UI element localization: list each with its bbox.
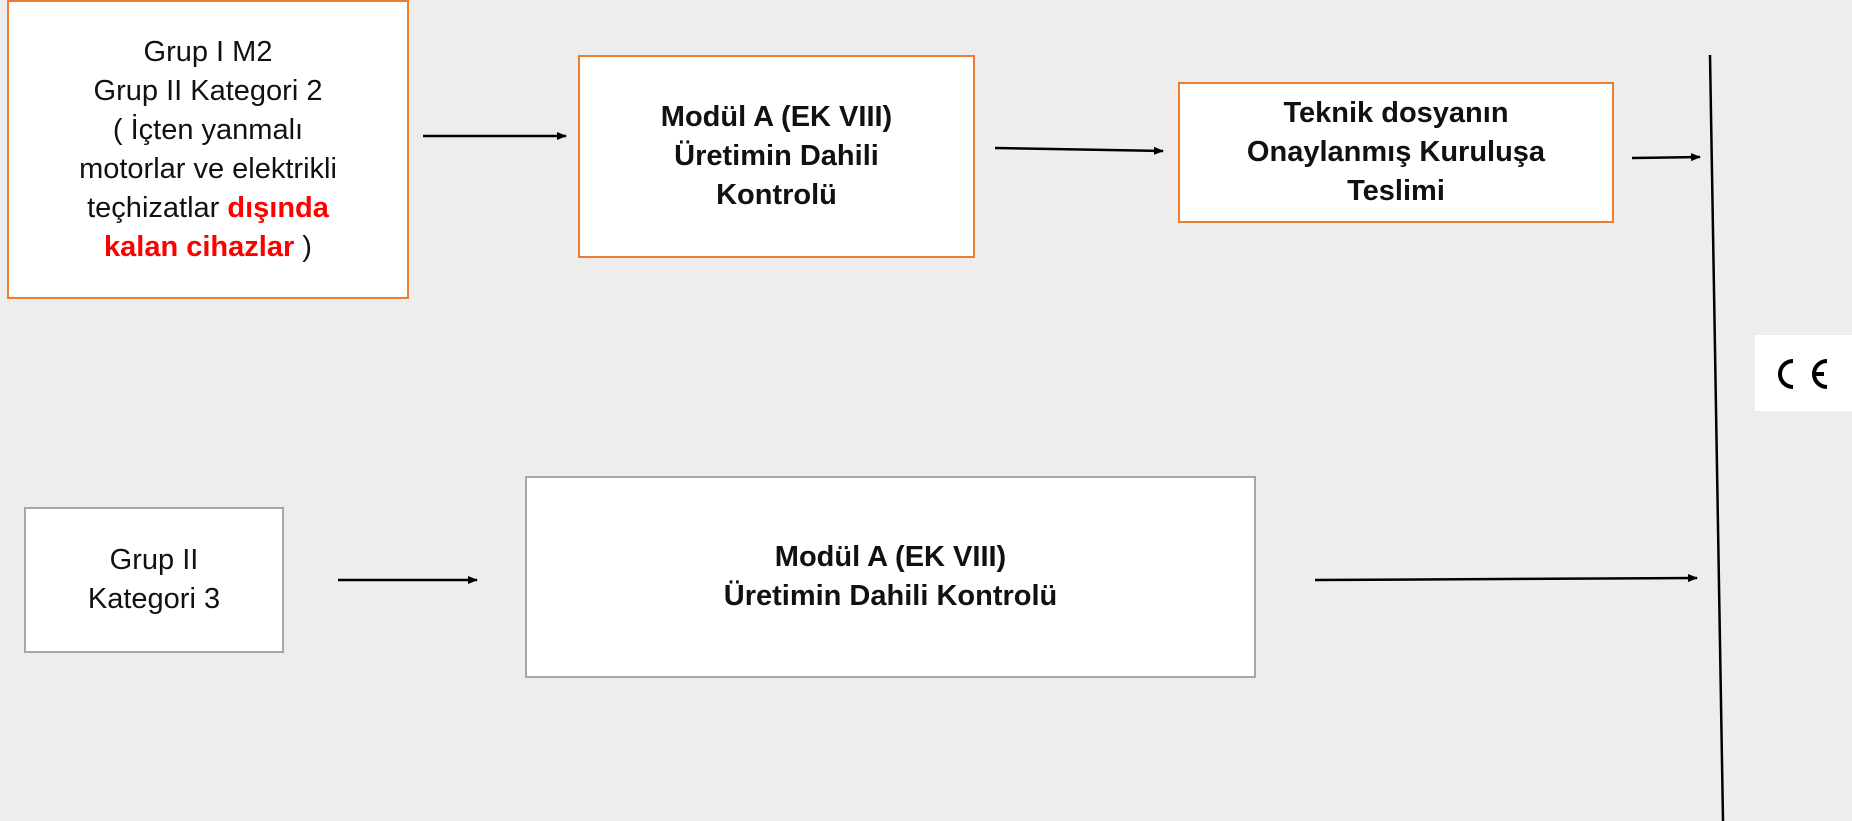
module-a-box-top: Modül A (EK VIII) Üretimin Dahili Kontro…	[578, 55, 975, 258]
module-a-top-line1: Modül A (EK VIII)	[660, 101, 893, 133]
group1-highlight-1: dışında	[227, 191, 329, 224]
group1-line2: Grup II Kategori 2	[93, 74, 323, 107]
module-a-top-line2: Üretimin Dahili	[674, 140, 879, 172]
arrow-technical-file-to-ce	[1631, 153, 1701, 162]
group1-line6: kalan cihazlar )	[104, 228, 312, 267]
group1-m2-category2-box: Grup I M2 Grup II Kategori 2 ( İçten yan…	[7, 0, 409, 299]
technical-file-line3: Teslimi	[1347, 175, 1445, 207]
module-a-box-bottom: Modül A (EK VIII) Üretimin Dahili Kontro…	[525, 476, 1256, 678]
group2-category3-box: Grup II Kategori 3	[24, 507, 284, 653]
group1-line5-prefix: teçhizatlar	[87, 191, 228, 224]
group2-line2: Kategori 3	[87, 583, 221, 615]
group1-line1: Grup I M2	[143, 35, 273, 68]
group1-line4: motorlar ve elektrikli	[79, 152, 337, 185]
technical-file-line1: Teknik dosyanın	[1283, 97, 1509, 129]
group1-line6-suffix: )	[294, 230, 312, 263]
group1-line5: teçhizatlar dışında	[87, 189, 329, 228]
arrow-module-a-bottom-to-ce	[1314, 574, 1698, 583]
module-a-bottom-line2: Üretimin Dahili Kontrolü	[723, 580, 1058, 612]
arrow-module-a-to-technical-file	[994, 146, 1164, 155]
group2-line1: Grup II	[109, 544, 199, 576]
group1-highlight-2: kalan cihazlar	[104, 230, 295, 263]
ce-mark	[1755, 335, 1852, 411]
ce-mark-icon	[1778, 359, 1828, 389]
module-a-top-line3: Kontrolü	[716, 179, 837, 211]
ce-bracket-line	[1708, 54, 1725, 821]
module-a-bottom-line1: Modül A (EK VIII)	[774, 541, 1007, 573]
technical-file-line2: Onaylanmış Kuruluşa	[1246, 136, 1546, 168]
group1-line3: ( İçten yanmalı	[112, 113, 304, 146]
technical-file-box: Teknik dosyanın Onaylanmış Kuruluşa Tesl…	[1178, 82, 1614, 223]
